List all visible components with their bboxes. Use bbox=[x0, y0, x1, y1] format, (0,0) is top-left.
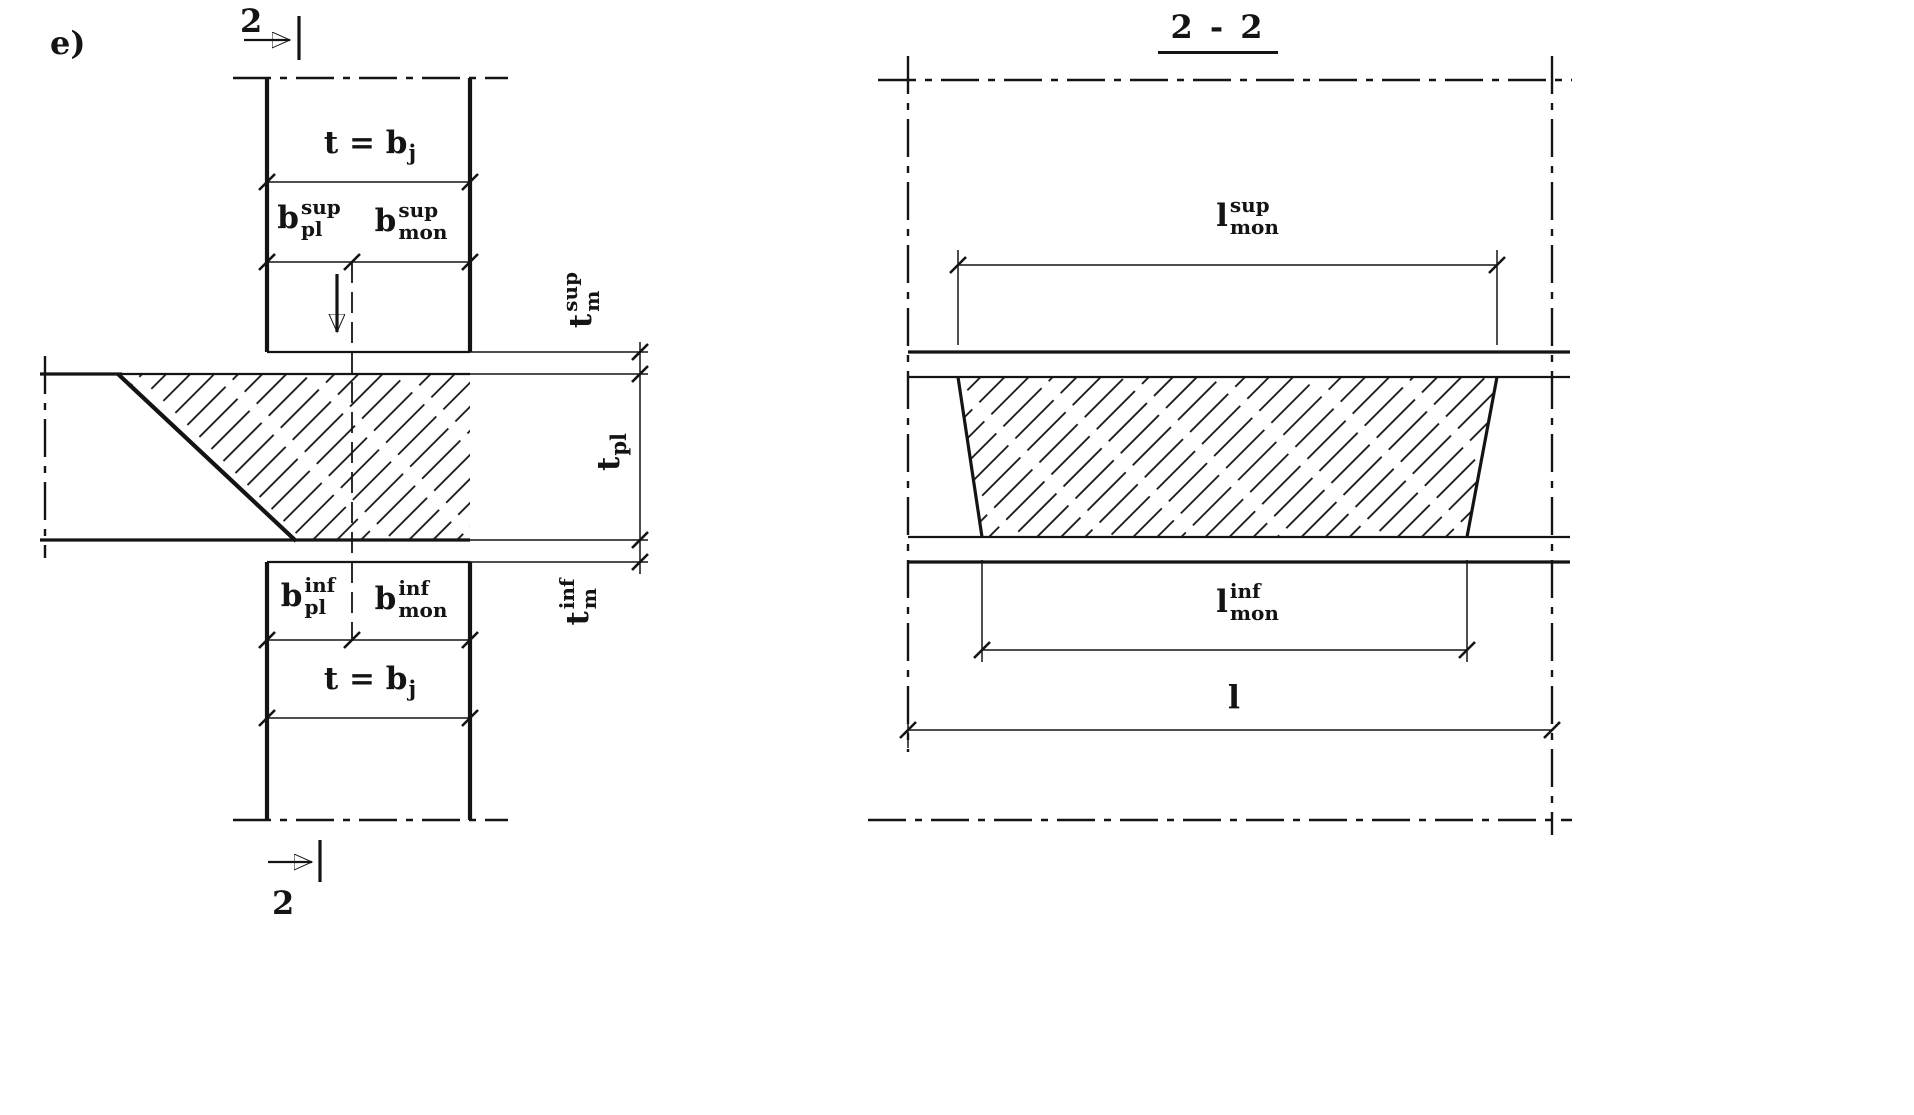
dimension-ticks-right bbox=[899, 256, 1561, 739]
panel-label: e) bbox=[50, 24, 86, 62]
joint-side-right bbox=[1465, 376, 1499, 538]
joint-side-left bbox=[956, 376, 984, 538]
hatch-monolithic-section bbox=[958, 377, 1497, 537]
slab-bevel-edge bbox=[116, 372, 298, 543]
right-section-2-2 bbox=[868, 56, 1572, 835]
dimension-ticks-left bbox=[258, 173, 649, 727]
dim-label-l: l bbox=[1227, 678, 1241, 716]
left-elevation bbox=[40, 16, 649, 882]
section-number-top: 2 bbox=[240, 2, 263, 40]
hatch-monolithic-joint bbox=[120, 374, 470, 540]
section-title: 2 - 2 bbox=[1158, 8, 1278, 54]
section-number-bottom: 2 bbox=[272, 884, 295, 922]
